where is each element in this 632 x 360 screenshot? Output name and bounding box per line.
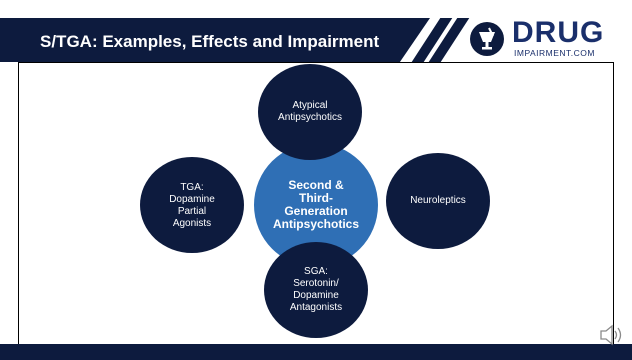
node-label-left: TGA: Dopamine Partial Agonists xyxy=(169,182,215,229)
node-label-top: Atypical Antipsychotics xyxy=(278,100,342,123)
speaker-icon[interactable] xyxy=(598,322,626,348)
node-circle-left xyxy=(140,157,244,253)
center-circle xyxy=(254,143,378,267)
title-bar xyxy=(0,18,430,62)
logo-subtext: IMPAIRMENT.COM xyxy=(514,48,595,58)
center-label: Second & Third- Generation Antipsychotic… xyxy=(272,178,359,231)
node-label-right: Neuroleptics xyxy=(410,195,466,206)
logo-mortar-icon xyxy=(470,22,504,56)
logo-wordmark: DRUG xyxy=(512,16,605,49)
node-label-bottom: SGA: Serotonin/ Dopamine Antagonists xyxy=(289,266,343,313)
node-circle-top xyxy=(258,64,362,160)
brand-logo: DRUG IMPAIRMENT.COM xyxy=(470,16,620,62)
content-frame xyxy=(18,62,614,344)
bottom-bar xyxy=(0,344,632,360)
node-circle-right xyxy=(386,153,490,249)
node-circle-bottom xyxy=(264,242,368,338)
slide-title: S/TGA: Examples, Effects and Impairment xyxy=(40,32,380,51)
